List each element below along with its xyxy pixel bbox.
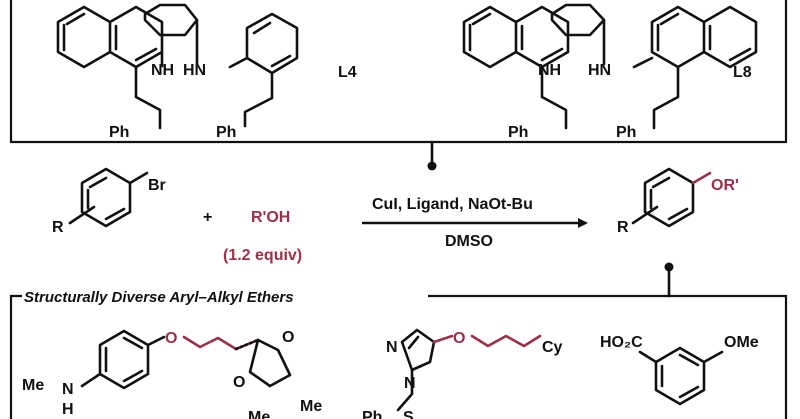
aryl-bromide-r-bond [68, 205, 96, 225]
example-1-dioxolane [248, 338, 292, 388]
ligand-l8: NH HN Ph Ph L8 [462, 3, 758, 141]
l8-nh-left: NH [538, 62, 561, 79]
plus-sign: + [203, 209, 212, 226]
conditions-top: CuI, Ligand, NaOt-Bu [372, 196, 533, 213]
ligand-connector [427, 140, 437, 171]
aryl-ether-product: OR' R [617, 167, 739, 236]
examples-box: Structurally Diverse Aryl–Alkyl Ethers M… [9, 289, 788, 419]
example-2: N N O Cy Ph S [362, 328, 563, 419]
example-3-ome: OMe [724, 334, 759, 351]
aryl-bromide: Br R [52, 167, 166, 236]
example-2-o: O [453, 330, 465, 347]
substrate-r: R [52, 219, 64, 236]
l4-nh-left: NH [151, 62, 174, 79]
example-1-n: N [62, 381, 74, 398]
product-o-bond [691, 171, 712, 185]
ligand-box-frame [9, 0, 788, 144]
conditions-bottom: DMSO [445, 233, 493, 250]
product-connector-dot [664, 262, 674, 272]
example-1-me: Me [22, 377, 44, 394]
l8-bonds [462, 3, 758, 130]
example-2-cy: Cy [542, 339, 563, 356]
ligand-box: NH HN Ph Ph L4 NH HN Ph Ph L8 [9, 0, 788, 144]
example-1-me2: Me [300, 398, 322, 415]
example-1-h: H [62, 401, 74, 418]
l8-ph-right: Ph [616, 124, 636, 141]
example-1-me3: Me [248, 409, 270, 419]
example-1-ketal-o2: O [233, 374, 245, 391]
example-3: HO₂C OMe [600, 334, 759, 406]
substrate-br: Br [148, 177, 166, 194]
examples-box-frame [9, 294, 788, 419]
l8-label: L8 [733, 64, 752, 81]
l8-nh-right: HN [588, 62, 611, 79]
example-2-ph: Ph [362, 409, 382, 419]
l4-ph-left: Ph [109, 124, 129, 141]
example-1-ketal-o1: O [282, 329, 294, 346]
l8-ph-left: Ph [508, 124, 528, 141]
example-2-n-sub [396, 368, 414, 412]
example-2-chain [432, 334, 542, 348]
example-3-ring [638, 346, 724, 406]
aryl-bromide-ring [80, 167, 149, 228]
example-1-o: O [165, 330, 177, 347]
example-1-stereo-bond [234, 338, 260, 351]
example-3-ho2c: HO₂C [600, 334, 643, 351]
example-1-ring [80, 329, 166, 390]
example-1: Me N H O O O Me Me [22, 329, 322, 419]
product-or: OR' [711, 177, 739, 194]
reaction-row: Br R + R'OH (1.2 equiv) CuI, Ligand, NaO… [52, 167, 739, 298]
example-2-n2: N [404, 375, 416, 392]
l4-label: L4 [338, 64, 357, 81]
l4-bonds [56, 3, 299, 130]
examples-title: Structurally Diverse Aryl–Alkyl Ethers [24, 289, 294, 306]
alcohol-equiv: (1.2 equiv) [223, 247, 302, 264]
example-2-n1: N [386, 339, 398, 356]
product-r-bond [631, 205, 659, 225]
example-2-s: S [403, 409, 414, 419]
alcohol-reagent: R'OH [251, 209, 290, 226]
l4-ph-right: Ph [216, 124, 236, 141]
ligand-l4: NH HN Ph Ph L4 [56, 3, 357, 141]
example-1-chain [182, 335, 260, 351]
example-2-imidazole [400, 328, 436, 372]
product-ring [643, 167, 695, 228]
l4-nh-right: HN [183, 62, 206, 79]
ligand-connector-dot [427, 161, 437, 171]
product-r: R [617, 219, 629, 236]
